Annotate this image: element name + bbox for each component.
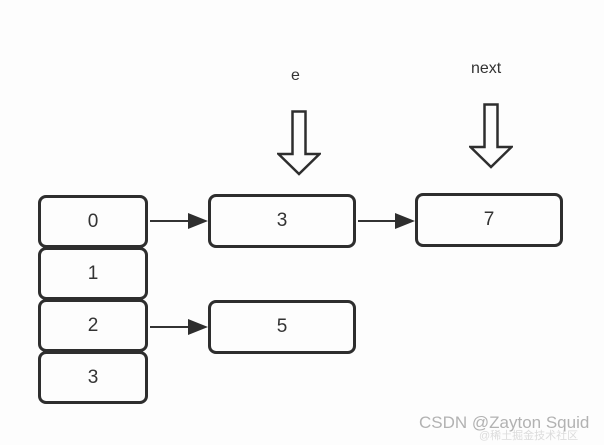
arrow-right-head-icon — [188, 319, 208, 335]
arrow-shaft — [358, 219, 403, 223]
list-node-5: 5 — [208, 300, 356, 354]
label-next: next — [471, 60, 502, 77]
watermark-csdn: CSDN @Zayton Squid — [419, 413, 590, 432]
arrow-cell0-to-node3 — [150, 213, 208, 229]
arrow-shaft — [150, 219, 196, 223]
hollow-down-arrow-next-icon — [469, 103, 513, 169]
arrow-node3-to-node7 — [358, 213, 415, 229]
array-cell-0-label: 0 — [87, 210, 99, 232]
label-e: e — [291, 67, 300, 84]
list-node-5-label: 5 — [276, 316, 288, 337]
arrow-shaft — [150, 325, 196, 329]
array-cell-1: 1 — [38, 247, 148, 300]
list-node-7: 7 — [415, 193, 563, 247]
array-cell-3: 3 — [38, 351, 148, 404]
hollow-down-arrow-e-icon — [277, 110, 321, 176]
list-node-3: 3 — [208, 194, 356, 248]
array-cell-3-label: 3 — [87, 366, 99, 388]
array-cell-1-label: 1 — [87, 262, 99, 284]
array-cell-0: 0 — [38, 195, 148, 248]
arrow-right-head-icon — [395, 213, 415, 229]
watermark-juejin: @稀土掘金技术社区 — [479, 430, 579, 442]
list-node-7-label: 7 — [483, 209, 495, 230]
array-cell-2-label: 2 — [87, 314, 99, 336]
list-node-3-label: 3 — [276, 210, 288, 231]
arrow-right-head-icon — [188, 213, 208, 229]
arrow-cell2-to-node5 — [150, 319, 208, 335]
array-cell-2: 2 — [38, 299, 148, 352]
